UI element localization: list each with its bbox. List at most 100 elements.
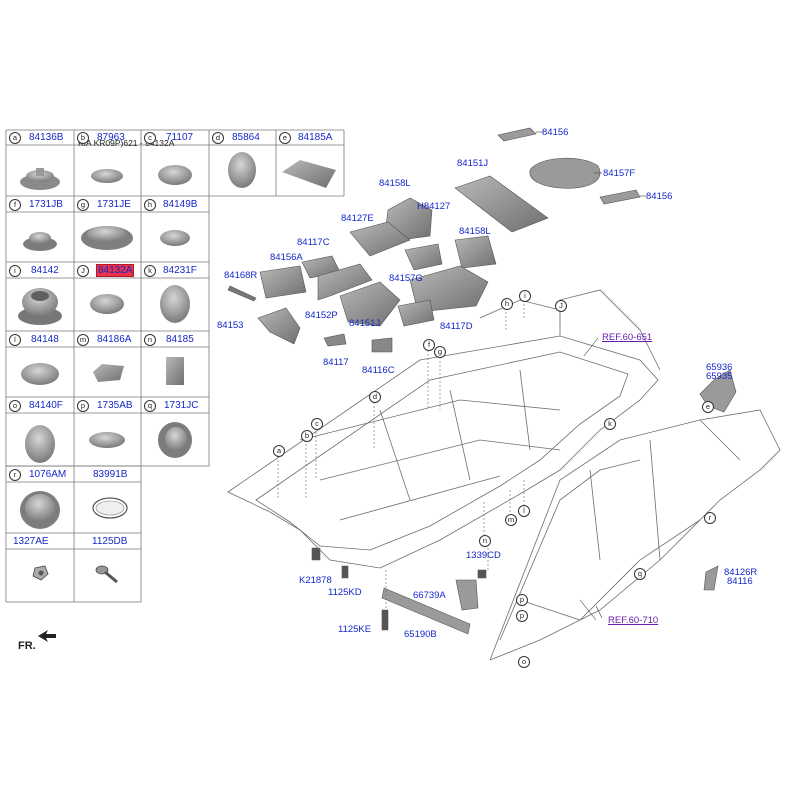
model-header-text: KIA KR09P)621 - 84132A [78,138,175,148]
callout-1339cd[interactable]: 1339CD [466,550,501,561]
callout-84156a[interactable]: 84156A [270,252,303,263]
location-marker-a: a [273,445,285,457]
legend-letter-o: o [9,400,21,412]
part-84149b-image [160,230,190,246]
legend-part-1735ab[interactable]: 1735AB [97,400,133,411]
legend-part-87963[interactable]: 87963 [97,132,125,143]
underbody-outline [227,289,781,661]
callout-k21878[interactable]: K21878 [299,575,332,586]
callout-84156-top[interactable]: 84156 [542,127,569,138]
legend-part-1731jc[interactable]: 1731JC [164,400,199,411]
legend-part-1076am[interactable]: 1076AM [29,469,67,480]
legend-part-84132a-highlighted[interactable]: 84132A [96,264,135,277]
location-marker-e: e [702,401,714,413]
legend-letter-i: i [9,265,21,277]
part-71107-image [158,165,192,185]
part-84185a-image [282,160,336,188]
callout-84117[interactable]: 84117 [323,357,349,368]
part-1731jb-image [23,232,57,251]
legend-part-images [18,152,336,584]
location-marker-d: d [369,391,381,403]
callout-84152p[interactable]: 84152P [305,310,338,321]
part-83991b-image [92,497,128,519]
legend-part-1731je[interactable]: 1731JE [97,199,131,210]
location-marker-p-lower: p [516,610,528,622]
legend-letter-f: f [9,199,21,211]
location-marker-q: q [634,568,646,580]
legend-letter-l: l [9,334,21,346]
location-marker-r: r [704,512,716,524]
legend-part-84186a[interactable]: 84186A [97,334,132,345]
legend-part-84140f[interactable]: 84140F [29,400,63,411]
callout-84168r[interactable]: 84168R [224,270,258,281]
legend-letter-p: p [77,400,89,412]
solid-leaders [536,131,646,621]
part-1731jc-image [158,422,192,458]
legend-part-71107[interactable]: 71107 [166,132,194,143]
part-1076am-image [20,491,60,529]
legend-letter-a: a [9,132,21,144]
callout-65936[interactable]: 65936 [706,362,733,373]
legend-letter-c: c [144,132,156,144]
callout-84151j-top[interactable]: 84151J [457,158,489,169]
part-84186a-image [93,364,124,382]
callout-1125ke[interactable]: 1125KE [338,624,372,635]
location-marker-h: h [501,298,513,310]
legend-part-83991b[interactable]: 83991B [93,469,128,480]
callout-66739a[interactable]: 66739A [413,590,446,601]
ref-link-60-651[interactable]: REF.60-651 [602,332,653,343]
callout-84156-right[interactable]: 84156 [646,191,673,202]
callout-84153[interactable]: 84153 [217,320,244,331]
location-marker-b: b [301,430,313,442]
legend-part-1327ae[interactable]: 1327AE [13,536,49,547]
legend-part-85864[interactable]: 85864 [232,132,260,143]
part-1125db-image [95,565,118,584]
legend-part-84185a[interactable]: 84185A [298,132,333,143]
callout-84158l-top[interactable]: 84158L [379,178,411,189]
callout-84157f[interactable]: 84157F [603,168,636,179]
legend-part-84231f[interactable]: 84231F [163,265,197,276]
location-marker-p-upper: p [516,594,528,606]
location-marker-l: l [518,505,530,517]
callout-84151j-mid[interactable]: 84151J [349,318,381,329]
callout-84157g[interactable]: 84157G [389,273,423,284]
legend-part-84136b[interactable]: 84136B [29,132,64,143]
legend-part-84149b[interactable]: 84149B [163,199,198,210]
location-marker-k: k [604,418,616,430]
location-marker-g: g [434,346,446,358]
legend-letter-m: m [77,334,89,346]
callout-84127e[interactable]: 84127E [341,213,374,224]
part-84140f-image [25,425,55,463]
legend-letter-r: r [9,469,21,481]
legend-letter-k: k [144,265,156,277]
legend-part-1731jb[interactable]: 1731JB [29,199,63,210]
legend-part-1125db[interactable]: 1125DB [92,536,128,547]
fr-arrow-icon [38,630,56,642]
callout-84126r[interactable]: 84126R [724,567,758,578]
callout-84116c[interactable]: 84116C [362,365,395,376]
ref-link-60-710[interactable]: REF.60-710 [608,615,659,626]
location-marker-n: n [479,535,491,547]
legend-part-84142[interactable]: 84142 [31,265,59,276]
legend-part-84148[interactable]: 84148 [31,334,59,345]
legend-letter-g: g [77,199,89,211]
part-84148-image [21,363,59,385]
legend-letter-e: e [279,132,291,144]
callout-84116[interactable]: 84116 [727,576,753,587]
callout-65935[interactable]: 65935 [706,371,733,382]
legend-part-84185[interactable]: 84185 [166,334,194,345]
legend-letter-h: h [144,199,156,211]
part-84231f-image [160,285,190,323]
callout-1125kd[interactable]: 1125KD [328,587,362,598]
callout-65190b[interactable]: 65190B [404,629,437,640]
exploded-parts [227,127,737,635]
legend-letter-j: J [77,265,89,277]
location-marker-j: J [555,300,567,312]
callout-84117d[interactable]: 84117D [440,321,473,332]
callout-h84127[interactable]: H84127 [417,201,451,212]
callout-84158l-mid[interactable]: 84158L [459,226,491,237]
location-marker-o: o [518,656,530,668]
part-87963-image [91,169,123,183]
callout-84117c[interactable]: 84117C [297,237,330,248]
